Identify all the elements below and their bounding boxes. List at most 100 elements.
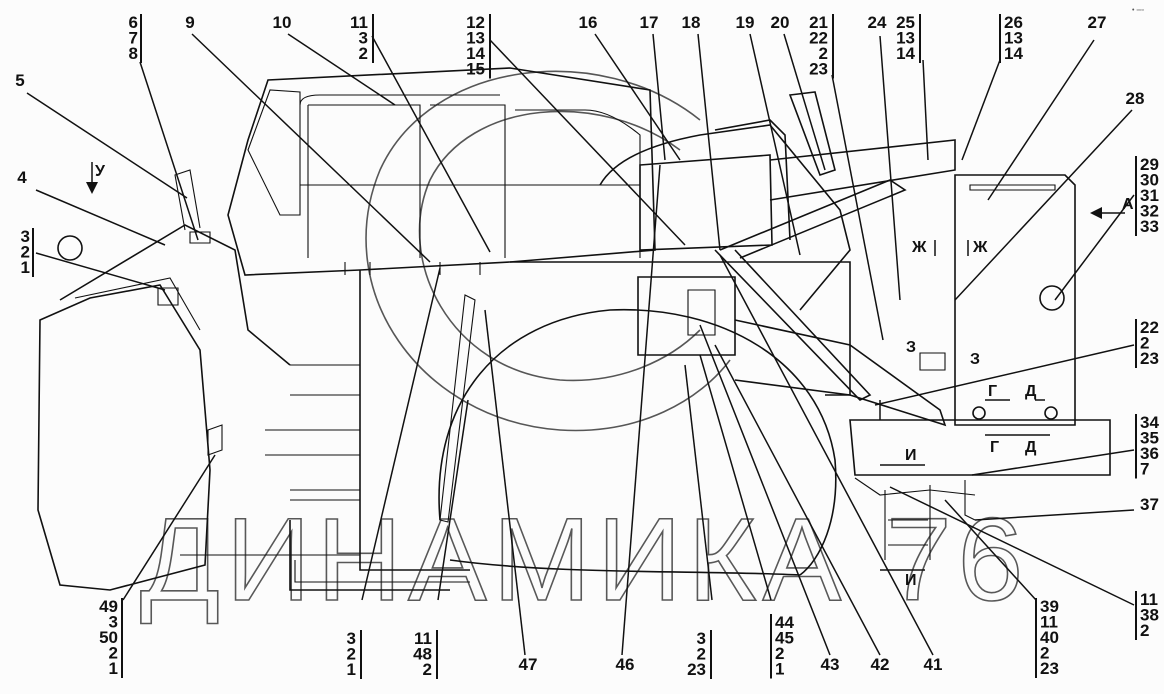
front-hood <box>37 169 291 591</box>
callout-number: 25 <box>896 13 915 32</box>
callout-number: 41 <box>924 655 943 674</box>
callout-17: 5 <box>15 71 24 90</box>
callout-number: 5 <box>15 71 24 90</box>
callout-14: 27 <box>1088 13 1107 32</box>
callout-number: 2 <box>1040 644 1049 663</box>
callout-number: 2 <box>359 44 368 63</box>
callout-number: 7 <box>1140 460 1149 479</box>
callout-9: 20 <box>771 13 790 32</box>
callout-number: 6 <box>129 13 138 32</box>
callout-number: 24 <box>868 13 887 32</box>
callout-number: 11 <box>1140 590 1158 609</box>
section-marker-zh-left: Ж <box>911 239 927 256</box>
callout-number: 29 <box>1140 155 1159 174</box>
callout-1: 9 <box>185 13 194 32</box>
callout-number: 47 <box>519 655 538 674</box>
callout-number: 34 <box>1140 413 1159 432</box>
callout-number: 8 <box>129 44 138 63</box>
chassis <box>180 261 851 591</box>
callout-number: 3 <box>359 29 368 48</box>
callout-number: 23 <box>1040 659 1059 678</box>
callout-number: 36 <box>1140 444 1159 463</box>
callout-number: 13 <box>896 29 915 48</box>
callout-number: 13 <box>1004 29 1023 48</box>
callout-28: 46 <box>616 655 635 674</box>
section-marker-g-top: Г <box>988 383 997 400</box>
callout-32: 42 <box>871 655 890 674</box>
callout-number: 14 <box>1004 44 1023 63</box>
callout-7: 18 <box>682 13 701 32</box>
callout-number: 49 <box>99 597 118 616</box>
callout-number: 35 <box>1140 429 1159 448</box>
callout-number: 2 <box>423 660 432 679</box>
callout-2: 10 <box>273 13 292 32</box>
callout-18: 4 <box>17 168 27 187</box>
callout-number: 7 <box>129 29 138 48</box>
view-marker-a: А <box>1122 196 1134 213</box>
callout-number: 32 <box>1140 202 1159 221</box>
callout-number: 30 <box>1140 171 1159 190</box>
callout-25: 321 <box>347 629 362 679</box>
callout-number: 40 <box>1040 628 1059 647</box>
callout-number: 15 <box>466 60 485 79</box>
callout-number: 42 <box>871 655 890 674</box>
callout-number: 11 <box>1040 613 1058 632</box>
callout-number: 22 <box>809 29 828 48</box>
callout-5: 16 <box>579 13 598 32</box>
callout-22: 37 <box>1140 495 1159 514</box>
callout-number: 2 <box>775 644 784 663</box>
boom-assembly <box>599 91 956 427</box>
callout-8: 19 <box>736 13 755 32</box>
callout-0: 678 <box>129 13 142 63</box>
corner-mark: • ▫▫▫ <box>1132 7 1144 14</box>
callout-number: 39 <box>1040 597 1059 616</box>
callout-number: 26 <box>1004 13 1023 32</box>
watermark-text: ДИНАМИКА 76 <box>140 494 1029 626</box>
callout-number: 21 <box>809 13 828 32</box>
callout-number: 44 <box>775 613 794 632</box>
callout-27: 47 <box>519 655 538 674</box>
callout-number: 1 <box>775 660 784 679</box>
callout-number: 3 <box>21 227 30 246</box>
callout-number: 2 <box>697 645 706 664</box>
callout-number: 16 <box>579 13 598 32</box>
leader-lines <box>26 33 1135 656</box>
callout-number: 43 <box>821 655 840 674</box>
section-marker-g-bottom: Г <box>990 439 999 456</box>
callout-number: 33 <box>1140 217 1159 236</box>
callout-number: 28 <box>1126 89 1145 108</box>
callout-number: 11 <box>350 13 368 32</box>
callout-number: 22 <box>1140 318 1159 337</box>
section-marker-zh-right: Ж <box>972 239 988 256</box>
callout-number: 38 <box>1140 606 1159 625</box>
callout-6: 17 <box>640 13 659 32</box>
callout-number: 14 <box>896 44 915 63</box>
callout-number: 9 <box>185 13 194 32</box>
callout-number: 17 <box>640 13 659 32</box>
callout-number: 20 <box>771 13 790 32</box>
callout-number: 2 <box>1140 334 1149 353</box>
callout-number: 23 <box>809 60 828 79</box>
callout-number: 3 <box>347 629 356 648</box>
tank <box>849 174 1111 560</box>
callout-19: 321 <box>21 227 34 277</box>
callout-number: 48 <box>413 645 432 664</box>
callout-31: 43 <box>821 655 840 674</box>
callout-number: 31 <box>1140 186 1159 205</box>
callout-number: 18 <box>682 13 701 32</box>
section-marker-d-top: Д <box>1025 383 1037 400</box>
section-marker-z-left: З <box>906 339 916 356</box>
callout-number: 1 <box>109 659 118 678</box>
callout-number: 13 <box>466 29 485 48</box>
